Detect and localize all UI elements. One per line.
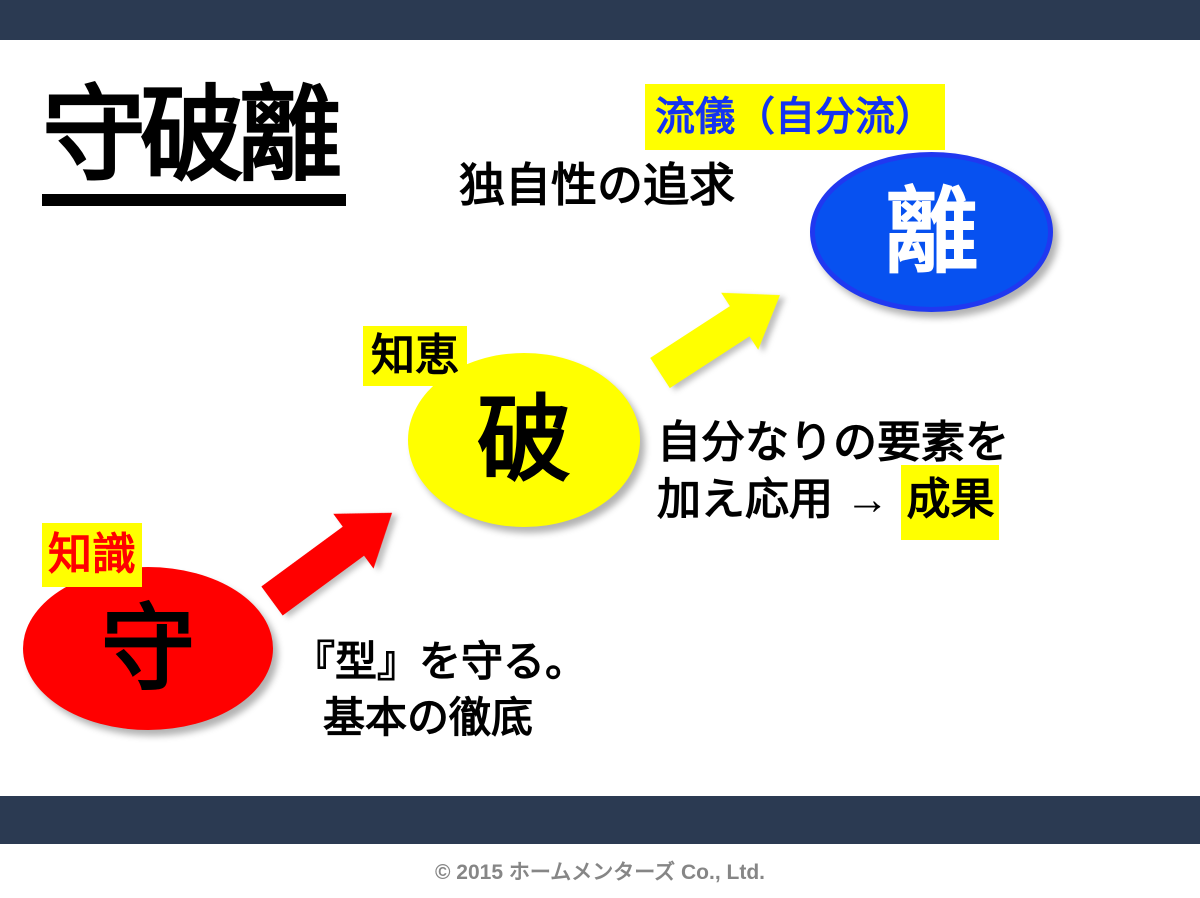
shu-description: 『型』を守る。 基本の徹底: [293, 634, 587, 746]
stage-tag-ryugi: 流儀（自分流）: [645, 84, 945, 150]
stage-tag-chie: 知恵: [363, 326, 467, 386]
copyright-footer: © 2015 ホームメンターズ Co., Ltd.: [435, 861, 765, 884]
ha-description-line1: 自分なりの要素を: [657, 418, 1009, 467]
stage-tag-chishiki: 知識: [42, 523, 142, 587]
top-border-bar: [0, 0, 1200, 40]
ha-description-highlight: 成果: [901, 465, 1000, 541]
stage-char-ha: 破: [476, 387, 571, 492]
bottom-border-bar: [0, 796, 1200, 844]
arrow-ha-to-ri-icon: [650, 292, 780, 389]
shu-description-line1: 『型』を守る。: [293, 638, 588, 685]
arrow-shu-to-ha-icon: [261, 512, 393, 616]
slide-title: 守破離: [42, 78, 347, 207]
ha-description-line2: 加え応用 → 成果: [657, 465, 1009, 541]
ellipse-shu: 守: [23, 567, 273, 730]
shu-description-line2: 基本の徹底: [323, 693, 534, 741]
stage-char-shu: 守: [100, 595, 195, 701]
ha-description-line2-prefix: 加え応用 →: [657, 475, 902, 525]
ha-description: 自分なりの要素を 加え応用 → 成果: [657, 414, 1009, 541]
ellipse-ri: 離: [810, 152, 1053, 312]
subtitle-label: 独自性の追求: [459, 159, 735, 211]
stage-char-ri: 離: [884, 179, 979, 284]
